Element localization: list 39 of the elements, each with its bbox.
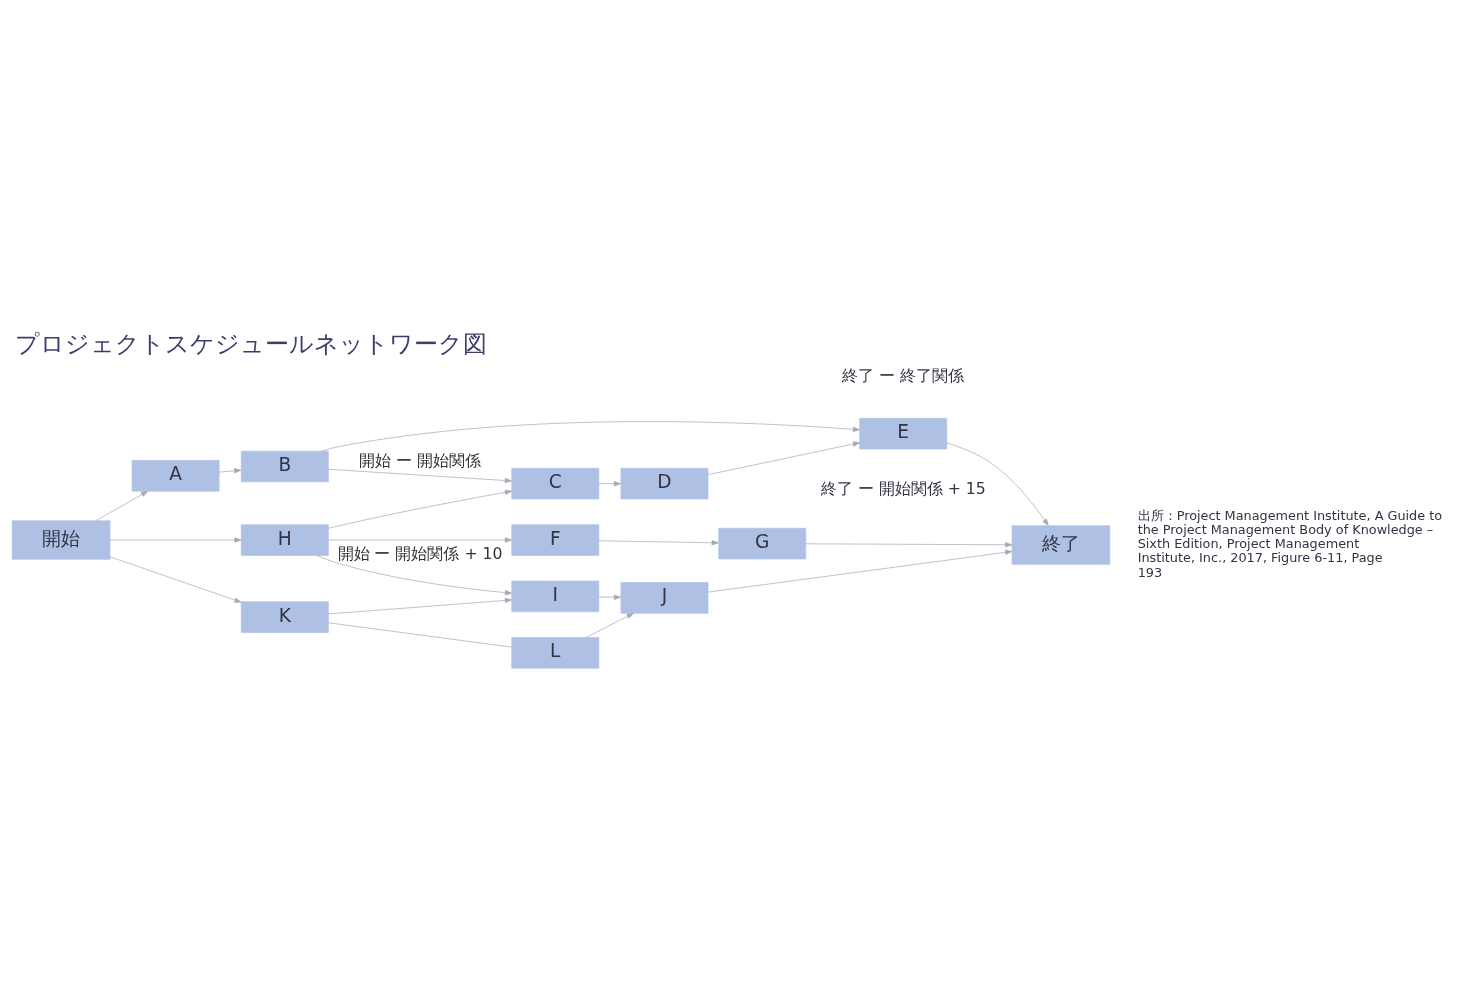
node-box: L [511,636,600,668]
arrow [585,612,634,638]
label: 終了 ー 開始関係 + 15 [820,478,986,498]
node-box: 終了 [1011,524,1111,565]
node-box: A [131,459,220,491]
node-box: K [240,600,329,633]
arrow [109,536,242,543]
node-box: C [511,467,600,499]
node-box: F [511,523,600,556]
arrow [328,536,512,543]
arrow [598,539,719,545]
node-box: I [511,580,600,612]
node-box: E [859,417,948,449]
arrow [328,489,512,529]
arrow [95,490,149,521]
label: 終了 ー 終了関係 [842,365,965,385]
node-box: H [240,523,329,556]
caption: 出所：Project Management Institute, A Guide to the Project Management Body of Knowledge – Sixth Edition, Project Management Institute, Inc., 2017, Figure 6-11, Page 193 [1137,507,1443,580]
node-box: B [240,450,329,482]
arrow [598,594,621,600]
diagram-title: プロジェクトスケジュールネットワーク図 [15,328,488,358]
node-box: D [620,467,709,499]
arrow [805,541,1013,547]
arrow [328,468,512,483]
connector [328,621,512,647]
edge-label: 開始 ー 開始関係 [359,450,482,470]
arrow [109,555,242,603]
arrow [321,420,860,451]
arrow [328,597,512,614]
arrow [707,441,860,475]
node-box: 開始 [11,519,111,560]
arrow [316,554,513,595]
edge-label: 開始 ー 開始関係 + 10 [337,543,503,563]
arrow [218,467,242,473]
node-box: G [718,527,807,559]
arrow [946,442,1049,526]
node-box: J [620,581,709,614]
arrow [598,480,621,486]
arrow [707,549,1013,592]
